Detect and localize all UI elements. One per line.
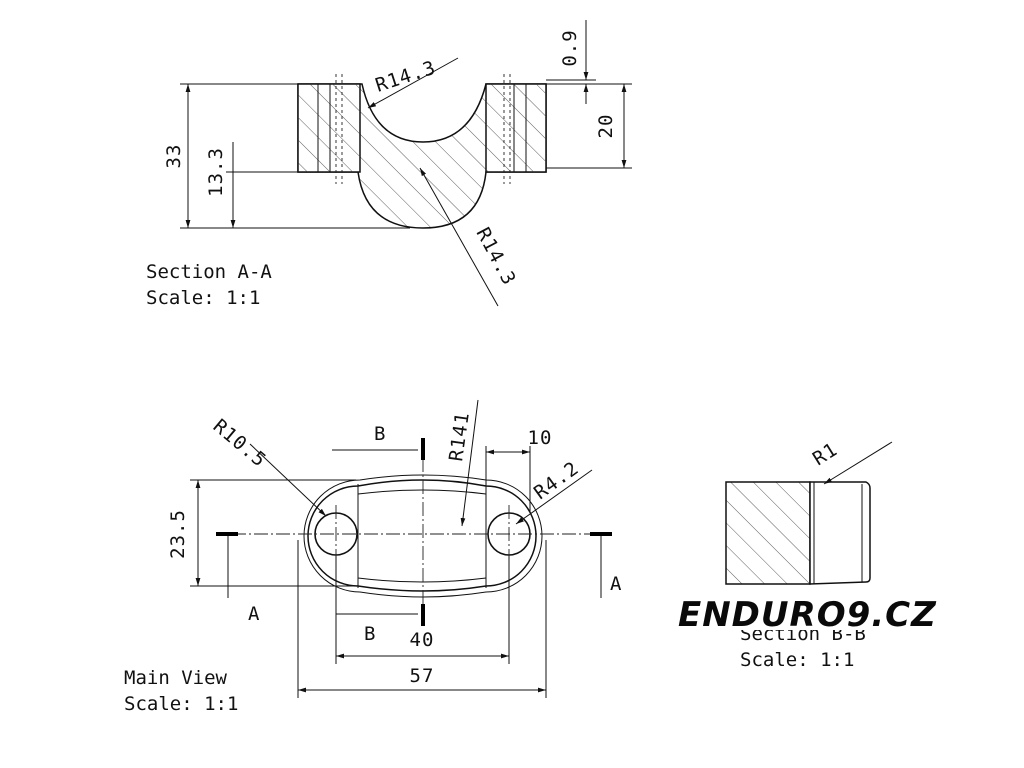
main-view-scale: Scale: 1:1 <box>124 693 238 715</box>
dim-0-9: 0.9 <box>559 29 581 66</box>
dim-57: 57 <box>410 665 435 687</box>
section-bb-boss <box>809 481 871 585</box>
section-bb-scale: Scale: 1:1 <box>740 649 854 671</box>
enduro9-logo: ENDURO9.CZ <box>676 595 958 635</box>
section-aa-view: 33 13.3 20 0.9 R14.3 R14.3 Section A-A S… <box>146 20 632 309</box>
section-bb-view: R1 Section B-B Scale: 1:1 <box>725 438 893 671</box>
dim-40: 40 <box>410 629 435 651</box>
dim-r4-2: R4.2 <box>530 457 583 504</box>
main-view-title: Main View <box>124 667 228 689</box>
dim-r10-5: R10.5 <box>209 415 271 472</box>
dim-20: 20 <box>595 114 617 139</box>
dim-r14-3-top: R14.3 <box>373 57 439 97</box>
section-mark-b-bottom: B <box>364 623 376 645</box>
dim-10: 10 <box>528 427 553 449</box>
dim-r14-3-bottom: R14.3 <box>472 224 521 289</box>
dim-33: 33 <box>163 144 185 169</box>
section-mark-b-top: B <box>374 423 386 445</box>
dim-r1: R1 <box>809 438 842 470</box>
watermark-text: ENDURO9.CZ <box>678 595 937 635</box>
section-bb-body <box>725 481 811 585</box>
section-aa-scale: Scale: 1:1 <box>146 287 260 309</box>
main-view: B B A A 23.5 40 57 10 R10.5 R141 R4.2 <box>124 399 622 715</box>
dim-13-3: 13.3 <box>205 147 227 197</box>
dim-23-5: 23.5 <box>167 509 189 559</box>
dim-r141: R141 <box>445 410 474 462</box>
section-mark-a-left: A <box>248 603 260 625</box>
section-aa-title: Section A-A <box>146 261 272 283</box>
section-mark-a-right: A <box>610 573 622 595</box>
